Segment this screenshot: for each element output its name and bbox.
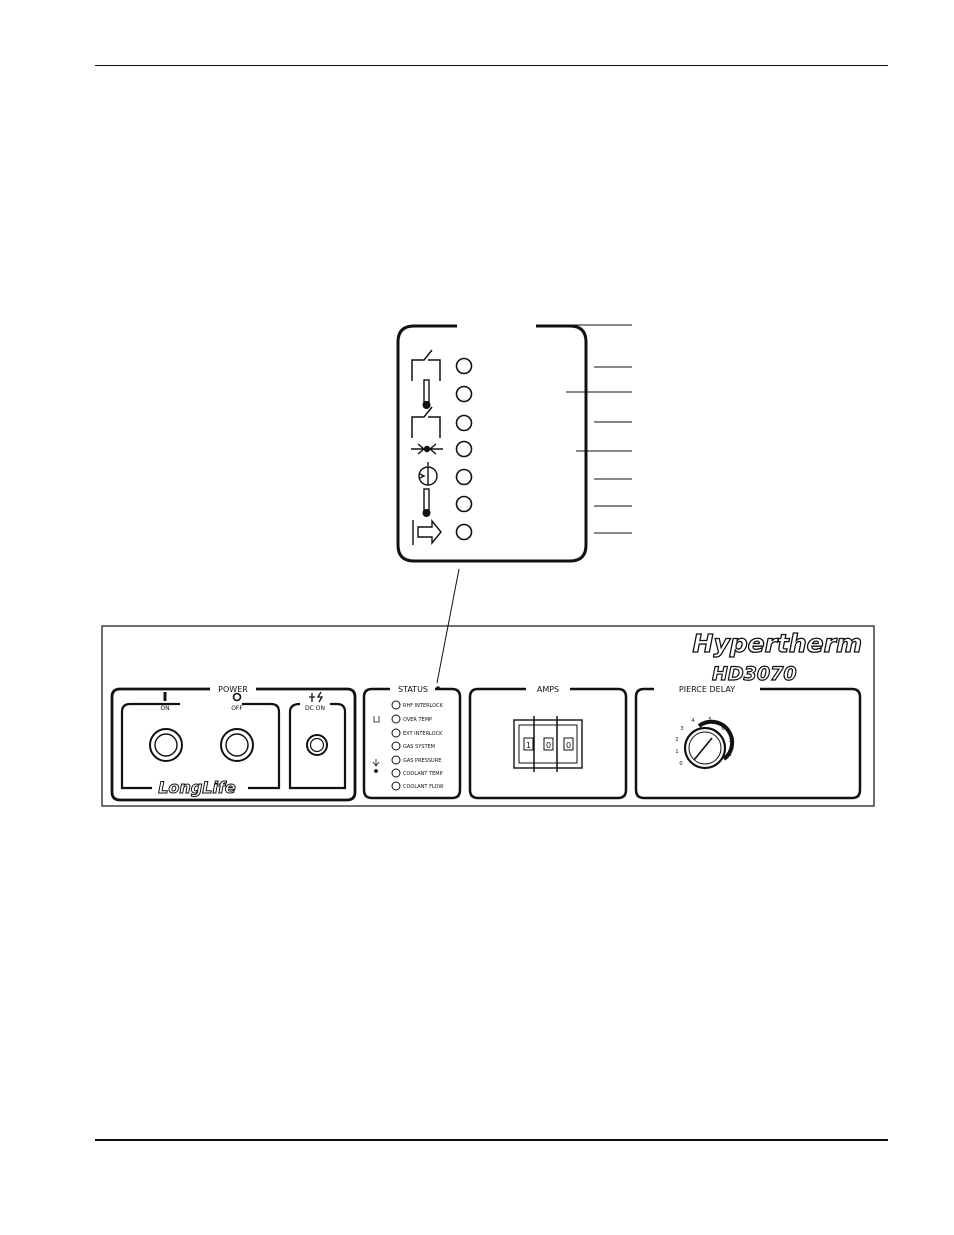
dial-tick-label: 0 bbox=[679, 761, 682, 767]
dial-tick-label: 8 bbox=[728, 752, 731, 758]
power-on-button[interactable] bbox=[149, 728, 183, 762]
dial-tick-label: 1 bbox=[675, 749, 678, 755]
dial-tick-label: 2 bbox=[675, 737, 678, 743]
interlock-switch-icon bbox=[411, 406, 441, 438]
dial-tick-label: 3 bbox=[680, 726, 683, 732]
status-led-list bbox=[391, 700, 401, 791]
front-panel: Hypertherm HD3070 POWER ON OFF LongLife bbox=[101, 625, 875, 807]
dial-tick-label: 7 bbox=[728, 738, 731, 744]
dc-on-indicator bbox=[306, 734, 328, 756]
dial-tick-label: 6 bbox=[721, 726, 724, 732]
pierce-delay-title: PIERCE DELAY bbox=[679, 685, 735, 694]
status-label: COOLANT TEMP bbox=[403, 771, 443, 777]
interlock-switch-icon bbox=[411, 349, 441, 381]
amps-title: AMPS bbox=[537, 685, 559, 694]
status-section: STATUS RHF INTERLOCK OVER TEMP EXT INTER… bbox=[362, 685, 462, 800]
power-section: POWER ON OFF LongLife DC ON bbox=[110, 685, 357, 802]
on-label: ON bbox=[160, 705, 169, 712]
dial-scale: 0 1 2 3 4 5 6 7 8 bbox=[675, 717, 731, 767]
model-logo: HD3070 bbox=[712, 663, 797, 685]
pierce-delay-section: PIERCE DELAY 0 1 2 3 4 5 6 7 8 bbox=[634, 685, 862, 800]
status-labels: RHF INTERLOCK OVER TEMP EXT INTERLOCK GA… bbox=[403, 703, 444, 790]
off-label: OFF bbox=[231, 705, 243, 712]
detail-frame bbox=[396, 324, 588, 563]
on-symbol-icon bbox=[163, 692, 167, 701]
pierce-delay-knob[interactable] bbox=[683, 726, 727, 770]
detail-led bbox=[455, 414, 473, 432]
status-label: COOLANT FLOW bbox=[403, 784, 443, 790]
amps-thumbwheel[interactable]: 1 0 0 bbox=[513, 716, 583, 772]
status-led bbox=[391, 768, 401, 778]
dc-power-icon bbox=[309, 691, 324, 703]
dial-tick-label: 4 bbox=[691, 718, 694, 724]
detail-led bbox=[455, 523, 473, 541]
status-label: RHF INTERLOCK bbox=[403, 703, 444, 709]
status-led bbox=[391, 714, 401, 724]
detail-led bbox=[455, 385, 473, 403]
amps-section: AMPS 1 0 0 bbox=[468, 685, 628, 800]
status-led bbox=[391, 741, 401, 751]
status-led bbox=[391, 700, 401, 710]
status-callout-dot bbox=[436, 686, 440, 690]
flow-arrow-icon bbox=[412, 519, 442, 545]
brand-logo: Hypertherm bbox=[693, 629, 862, 658]
panel-outline bbox=[101, 625, 875, 807]
power-off-button[interactable] bbox=[220, 728, 254, 762]
dc-on-label: DC ON bbox=[305, 705, 325, 712]
power-title: POWER bbox=[218, 685, 248, 694]
thermometer-icon bbox=[422, 379, 431, 409]
detail-led bbox=[455, 357, 473, 375]
thermometer-icon bbox=[422, 488, 431, 517]
status-led bbox=[391, 728, 401, 738]
header-rule bbox=[95, 65, 888, 66]
status-led bbox=[391, 781, 401, 791]
detail-led bbox=[455, 468, 473, 486]
leader-lines bbox=[436, 324, 632, 684]
dial-tick-label: 5 bbox=[708, 717, 711, 723]
status-side-icons bbox=[372, 716, 380, 773]
status-label: OVER TEMP bbox=[403, 717, 432, 723]
status-detail-callout bbox=[396, 324, 632, 684]
gas-flow-icon bbox=[411, 443, 443, 455]
status-label: GAS SYSTEM bbox=[403, 744, 435, 750]
status-led bbox=[391, 755, 401, 765]
status-label: EXT INTERLOCK bbox=[403, 731, 443, 737]
knob-pointer bbox=[693, 737, 713, 761]
status-title: STATUS bbox=[398, 685, 428, 694]
amps-digit: 1 bbox=[526, 741, 531, 750]
detail-led bbox=[455, 495, 473, 513]
amps-digit: 0 bbox=[546, 741, 551, 750]
off-symbol-icon bbox=[232, 692, 242, 702]
detail-led-list bbox=[455, 357, 473, 541]
status-label: GAS PRESSURE bbox=[403, 758, 441, 764]
longlife-logo: LongLife bbox=[158, 778, 236, 797]
dial-arc bbox=[697, 719, 735, 761]
amps-digit: 0 bbox=[566, 741, 571, 750]
footer-rule bbox=[95, 1139, 888, 1141]
gauge-icon bbox=[418, 462, 438, 486]
detail-led bbox=[455, 440, 473, 458]
